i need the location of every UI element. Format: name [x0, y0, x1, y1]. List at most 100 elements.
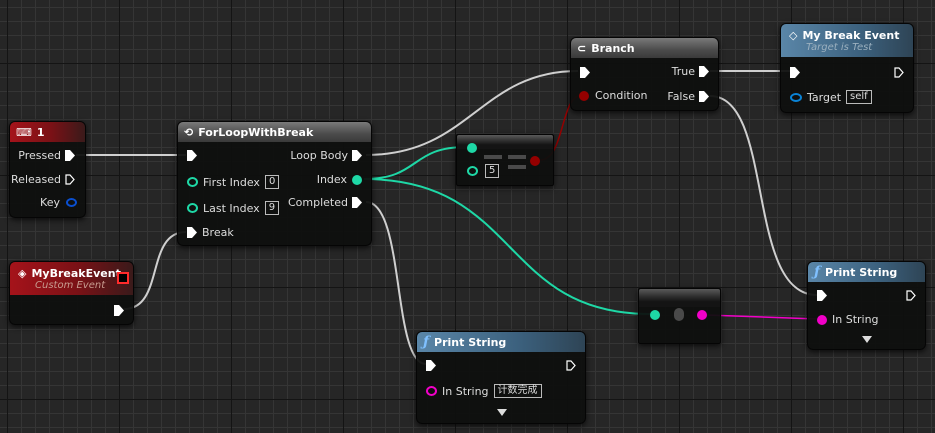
custom-event-node[interactable]: ◈ MyBreakEvent Custom Event: [9, 261, 134, 325]
wire-tostring-to-instring: [705, 314, 818, 320]
print-string-completed-node[interactable]: ƒ Print String In String 计数完成: [416, 331, 586, 424]
break-pin[interactable]: Break: [187, 226, 234, 239]
node-header[interactable]: ◈ MyBreakEvent Custom Event: [10, 262, 133, 295]
exec-pin-icon[interactable]: [352, 197, 362, 208]
node-title: 1: [36, 125, 45, 139]
int-pin-icon[interactable]: [187, 177, 198, 187]
node-header[interactable]: ⟲ ForLoopWithBreak: [178, 122, 371, 142]
node-title: Print String: [825, 265, 898, 279]
conversion-icon: [674, 308, 684, 321]
for-loop-with-break-node[interactable]: ⟲ ForLoopWithBreak First Index 0 Last In…: [177, 121, 372, 246]
in-string-pin[interactable]: In String: [817, 313, 879, 326]
int-input-a-pin-icon[interactable]: [467, 143, 477, 153]
int-to-string-node[interactable]: [638, 288, 721, 344]
exec-pin-icon[interactable]: [187, 227, 197, 238]
node-header[interactable]: ƒ Print String: [808, 262, 925, 282]
true-pin[interactable]: True: [672, 65, 709, 78]
exec-in-pin-icon[interactable]: [790, 67, 800, 78]
bool-output-pin-icon[interactable]: [530, 156, 540, 166]
false-pin[interactable]: False: [667, 90, 709, 103]
pin-label: Pressed: [18, 149, 61, 162]
pin-label: Last Index: [203, 201, 260, 215]
event-diamond-icon: ◈: [18, 266, 27, 280]
exec-in-pin-icon[interactable]: [187, 150, 197, 161]
pin-label: First Index: [203, 175, 260, 189]
operator-glyph: [508, 165, 526, 169]
compare-int-node[interactable]: 5: [456, 134, 554, 186]
exec-out-pin-icon[interactable]: [894, 67, 904, 78]
function-icon: ƒ: [423, 334, 430, 350]
operator-glyph: [484, 155, 502, 159]
call-my-break-event-node[interactable]: ◇ My Break Event Target is Test Target s…: [780, 23, 914, 113]
struct-pin-icon[interactable]: [66, 198, 77, 207]
condition-pin[interactable]: Condition: [579, 89, 648, 102]
wire-false-to-print: [709, 95, 818, 296]
object-pin-icon[interactable]: [790, 92, 802, 102]
exec-in-pin-icon[interactable]: [426, 360, 436, 371]
last-index-pin[interactable]: Last Index 9: [187, 201, 280, 215]
target-value[interactable]: self: [846, 90, 872, 104]
key-pin[interactable]: Key: [40, 196, 77, 209]
exec-out-pin-icon[interactable]: [114, 305, 124, 316]
exec-pin-empty-icon[interactable]: [65, 174, 75, 185]
print-string-index-node[interactable]: ƒ Print String In String: [807, 261, 926, 350]
int-input-b-pin-icon[interactable]: [467, 166, 478, 176]
last-index-input[interactable]: 9: [264, 201, 280, 215]
exec-out-pin-icon[interactable]: [566, 360, 576, 371]
pressed-pin[interactable]: Pressed: [18, 149, 75, 162]
node-title: Print String: [434, 335, 507, 349]
pin-label: Released: [11, 173, 61, 186]
string-pin-icon[interactable]: [426, 386, 437, 396]
key-event-node[interactable]: ⌨ 1 Pressed Released Key: [9, 121, 86, 218]
wire-index-to-tostring: [363, 178, 651, 315]
function-icon: ƒ: [814, 264, 821, 280]
pin-label: Loop Body: [290, 149, 348, 162]
pin-label: Index: [316, 173, 347, 186]
node-subtitle: Custom Event: [35, 279, 106, 291]
node-header[interactable]: ◇ My Break Event Target is Test: [781, 24, 913, 57]
loop-body-pin[interactable]: Loop Body: [290, 149, 362, 162]
exec-pin-icon[interactable]: [699, 91, 709, 102]
exec-pin-icon[interactable]: [352, 150, 362, 161]
in-string-pin[interactable]: In String 计数完成: [426, 384, 542, 398]
first-index-input[interactable]: 0: [264, 175, 280, 189]
string-output-pin-icon[interactable]: [697, 310, 707, 320]
node-subtitle: Target is Test: [806, 41, 873, 53]
bool-pin-icon[interactable]: [579, 90, 589, 101]
b-value-input[interactable]: 5: [485, 164, 500, 178]
exec-out-pin-icon[interactable]: [906, 290, 916, 301]
int-pin-icon[interactable]: [352, 174, 362, 185]
exec-in-pin-icon[interactable]: [817, 290, 827, 301]
compact-node-bar: [457, 135, 553, 149]
released-pin[interactable]: Released: [11, 173, 75, 186]
event-diamond-icon: ◇: [789, 28, 798, 42]
pin-label: False: [667, 90, 695, 103]
expand-advanced-icon[interactable]: [862, 336, 872, 343]
node-title: MyBreakEvent: [31, 266, 121, 280]
node-title: My Break Event: [802, 28, 900, 42]
pin-label: Key: [40, 196, 60, 209]
pin-label: True: [671, 65, 695, 78]
exec-pin-filled-icon[interactable]: [65, 150, 75, 161]
int-input-pin-icon[interactable]: [650, 310, 660, 320]
index-pin[interactable]: Index: [317, 173, 362, 186]
expand-advanced-icon[interactable]: [497, 409, 507, 416]
pin-label: Condition: [595, 89, 648, 102]
target-pin[interactable]: Target self: [790, 90, 872, 104]
branch-icon: ⊂: [577, 41, 587, 55]
completed-pin[interactable]: Completed: [288, 196, 362, 209]
first-index-pin[interactable]: First Index 0: [187, 175, 280, 189]
int-pin-icon[interactable]: [187, 203, 198, 213]
node-header[interactable]: ⌨ 1: [10, 122, 85, 142]
node-header[interactable]: ⊂ Branch: [571, 38, 718, 58]
node-header[interactable]: ƒ Print String: [417, 332, 585, 352]
node-title: ForLoopWithBreak: [198, 125, 314, 139]
exec-pin-icon[interactable]: [699, 66, 709, 77]
string-pin-icon[interactable]: [817, 314, 827, 325]
delegate-pin-icon[interactable]: [117, 272, 129, 284]
exec-in-pin-icon[interactable]: [580, 67, 590, 78]
pin-label: Target: [807, 90, 842, 104]
in-string-input[interactable]: 计数完成: [493, 384, 542, 398]
loop-icon: ⟲: [184, 125, 194, 139]
branch-node[interactable]: ⊂ Branch Condition True False: [570, 37, 719, 111]
